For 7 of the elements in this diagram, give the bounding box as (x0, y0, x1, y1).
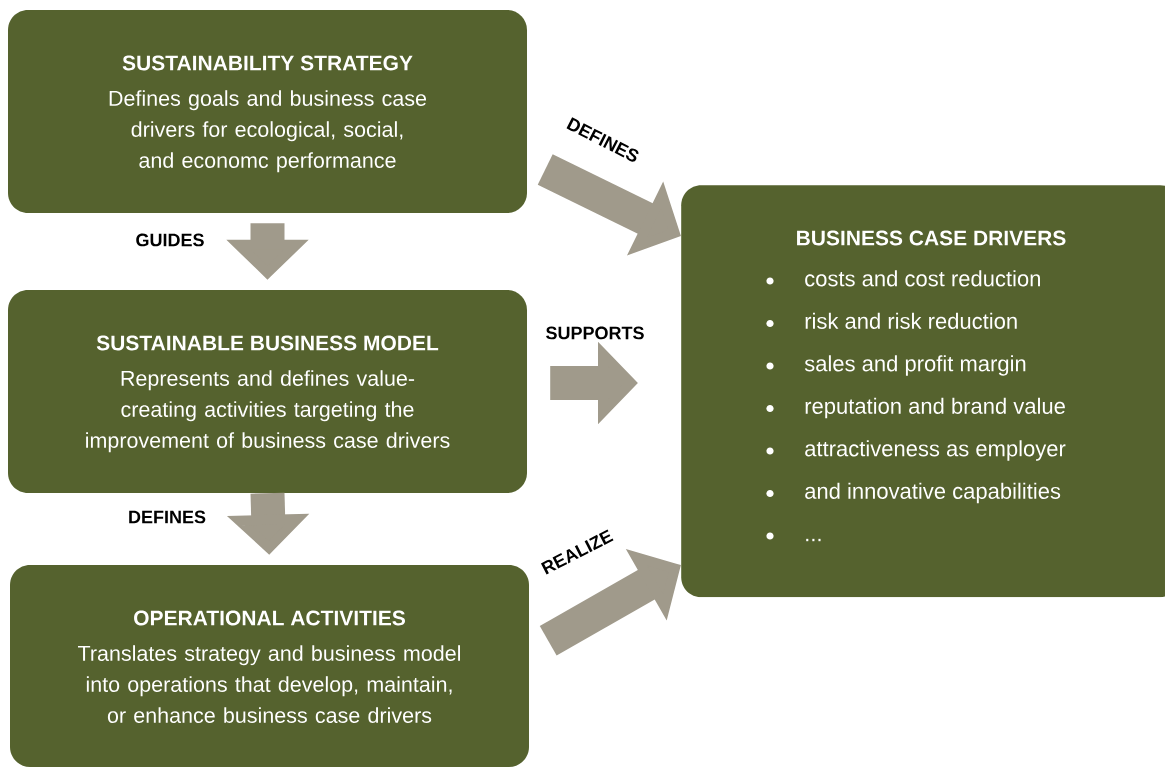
edge-label: SUPPORTS (546, 326, 644, 340)
process-box: SUSTAINABILITY STRATEGY Defines goals and business case drivers for ecological, social, and economc performance (8, 10, 527, 213)
process-box: OPERATIONAL ACTIVITIES Translates strategy and business model into operations that develop, maintain, or enhance business case drivers (10, 565, 529, 767)
process-box: SUSTAINABLE BUSINESS MODEL Represents and defines value-creating activities targeting the improvement of business case drivers (8, 290, 527, 493)
list-box: BUSINESS CASE DRIVERS costs and cost reduction risk and risk reduction sales and profit margin reputation and brand value attractiveness as employer and innovative capabilities ... (681, 185, 1165, 598)
edge-label: DEFINES (129, 510, 206, 524)
edge-label: GUIDES (136, 233, 204, 247)
